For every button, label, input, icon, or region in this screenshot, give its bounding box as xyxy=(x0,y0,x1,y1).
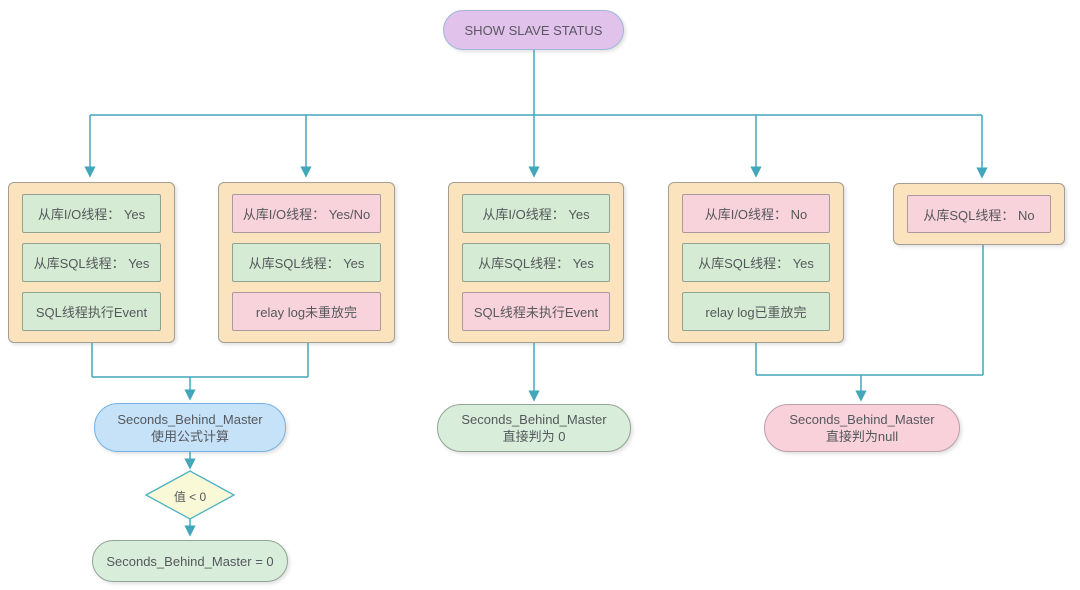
condition-group-1: 从库I/O线程： Yes 从库SQL线程： Yes SQL线程执行Event xyxy=(8,182,175,343)
condition-cell: relay log未重放完 xyxy=(232,292,381,331)
decision-diamond xyxy=(144,470,236,520)
condition-group-4: 从库I/O线程： No 从库SQL线程： Yes relay log已重放完 xyxy=(668,182,844,343)
result-line2: 使用公式计算 xyxy=(150,428,229,444)
result-line2: 直接判为 0 xyxy=(502,429,566,444)
condition-group-2: 从库I/O线程： Yes/No 从库SQL线程： Yes relay log未重… xyxy=(218,182,395,343)
final-label: Seconds_Behind_Master = 0 xyxy=(106,553,274,569)
condition-cell: 从库SQL线程： Yes xyxy=(22,243,161,282)
condition-cell: 从库I/O线程： Yes xyxy=(22,194,161,233)
condition-cell: relay log已重放完 xyxy=(682,292,830,331)
node-show-slave-status: SHOW SLAVE STATUS xyxy=(443,10,624,50)
condition-group-5: 从库SQL线程： No xyxy=(893,183,1065,245)
node-seconds-behind-master-null: Seconds_Behind_Master 直接判为null xyxy=(764,404,960,452)
condition-cell: 从库SQL线程： Yes xyxy=(462,243,610,282)
result-line1: Seconds_Behind_Master xyxy=(789,412,935,427)
node-seconds-behind-master-zero: Seconds_Behind_Master 直接判为 0 xyxy=(437,404,631,452)
condition-cell: SQL线程未执行Event xyxy=(462,292,610,331)
result-line1: Seconds_Behind_Master xyxy=(461,412,607,427)
condition-cell: 从库SQL线程： No xyxy=(907,195,1051,233)
node-show-slave-status-label: SHOW SLAVE STATUS xyxy=(464,22,603,38)
result-line1: Seconds_Behind_Master xyxy=(117,411,263,427)
decision-label: 值 < 0 xyxy=(173,490,207,504)
condition-cell: SQL线程执行Event xyxy=(22,292,161,331)
condition-cell: 从库SQL线程： Yes xyxy=(232,243,381,282)
node-seconds-behind-master-formula: Seconds_Behind_Master 使用公式计算 xyxy=(94,403,286,452)
condition-cell: 从库SQL线程： Yes xyxy=(682,243,830,282)
condition-cell: 从库I/O线程： Yes/No xyxy=(232,194,381,233)
condition-group-3: 从库I/O线程： Yes 从库SQL线程： Yes SQL线程未执行Event xyxy=(448,182,624,343)
condition-cell: 从库I/O线程： Yes xyxy=(462,194,610,233)
condition-cell: 从库I/O线程： No xyxy=(682,194,830,233)
result-line2: 直接判为null xyxy=(825,429,899,444)
node-seconds-behind-master-equals-zero: Seconds_Behind_Master = 0 xyxy=(92,540,288,582)
